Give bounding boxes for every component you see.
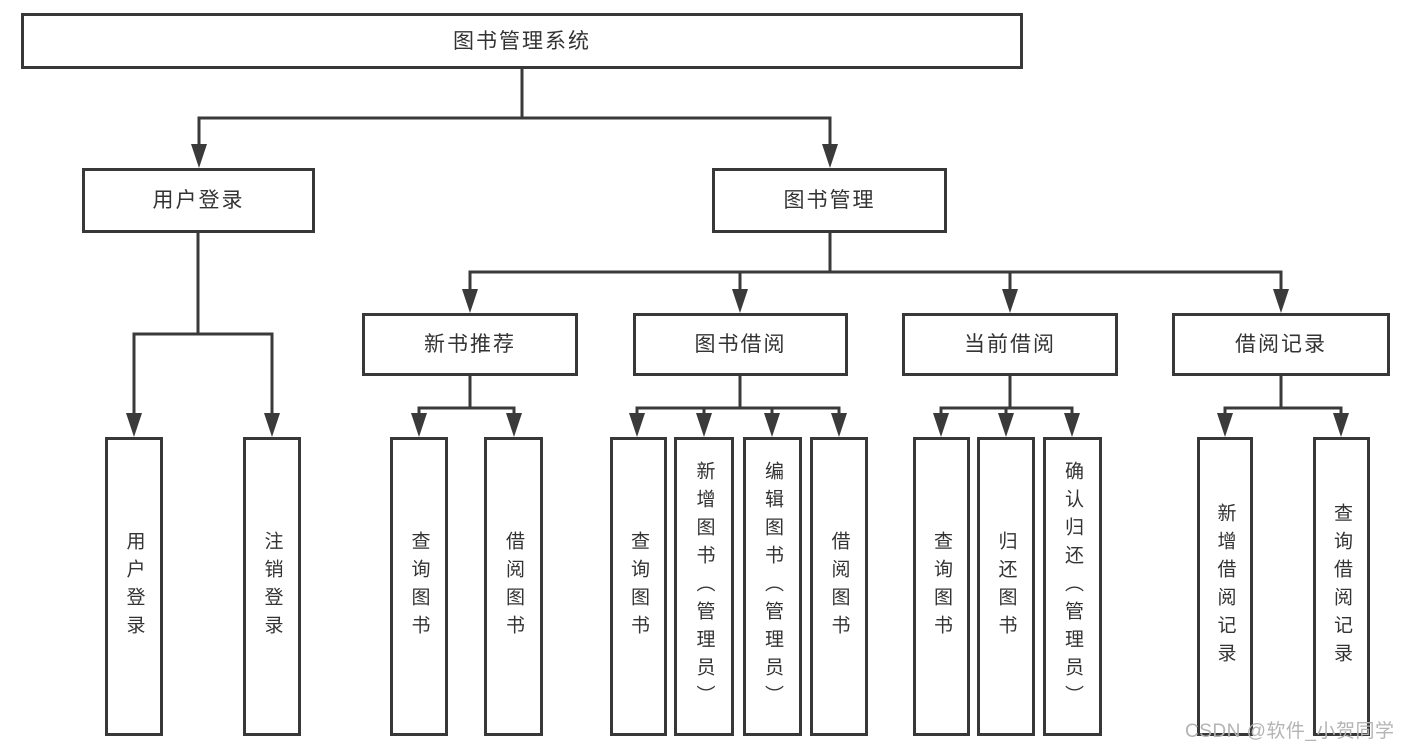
leaf-borrow-books-2: 借阅图书 bbox=[810, 437, 868, 736]
leaf-return-books: 归还图书 bbox=[977, 437, 1035, 736]
leaf-edit-books-admin: 编辑图书（管理员） bbox=[743, 437, 802, 736]
leaf-query-books-1: 查询图书 bbox=[390, 437, 448, 736]
node-new-books-label: 新书推荐 bbox=[424, 333, 516, 356]
leaf-query-books-1-label: 查询图书 bbox=[408, 530, 430, 643]
leaf-edit-books-admin-label: 编辑图书（管理员） bbox=[762, 460, 783, 713]
leaf-confirm-return-admin: 确认归还（管理员） bbox=[1043, 437, 1102, 736]
node-user-login-label: 用户登录 bbox=[152, 189, 245, 212]
leaf-query-books-2-label: 查询图书 bbox=[628, 530, 649, 643]
leaf-borrow-books-1-label: 借阅图书 bbox=[503, 530, 524, 643]
leaf-user-login: 用户登录 bbox=[105, 437, 163, 736]
node-book-mgmt: 图书管理 bbox=[712, 168, 947, 233]
node-book-borrow-label: 图书借阅 bbox=[694, 333, 787, 356]
node-book-mgmt-label: 图书管理 bbox=[783, 189, 876, 212]
node-book-borrow: 图书借阅 bbox=[633, 313, 848, 376]
leaf-logout-label: 注销登录 bbox=[261, 530, 283, 643]
leaf-user-login-label: 用户登录 bbox=[123, 530, 145, 643]
leaf-add-borrow-record: 新增借阅记录 bbox=[1197, 437, 1253, 736]
leaf-query-books-2: 查询图书 bbox=[610, 437, 667, 736]
leaf-confirm-return-admin-label: 确认归还（管理员） bbox=[1062, 460, 1083, 713]
leaf-query-books-3-label: 查询图书 bbox=[931, 530, 952, 643]
leaf-query-borrow-record-label: 查询借阅记录 bbox=[1331, 502, 1352, 671]
node-borrow-records: 借阅记录 bbox=[1172, 313, 1390, 376]
leaf-borrow-books-2-label: 借阅图书 bbox=[828, 530, 850, 643]
leaf-add-books-admin-label: 新增图书（管理员） bbox=[693, 460, 715, 713]
node-root: 图书管理系统 bbox=[21, 13, 1023, 69]
leaf-logout: 注销登录 bbox=[243, 437, 301, 736]
node-user-login: 用户登录 bbox=[82, 168, 315, 233]
node-root-label: 图书管理系统 bbox=[453, 29, 591, 53]
leaf-return-books-label: 归还图书 bbox=[995, 530, 1017, 643]
node-current-borrow: 当前借阅 bbox=[902, 313, 1118, 376]
node-current-borrow-label: 当前借阅 bbox=[964, 333, 1056, 356]
csdn-watermark: CSDN @软件_小贺同学 bbox=[1185, 721, 1395, 742]
leaf-add-books-admin: 新增图书（管理员） bbox=[674, 437, 734, 736]
leaf-query-books-3: 查询图书 bbox=[913, 437, 970, 736]
leaf-query-borrow-record: 查询借阅记录 bbox=[1313, 437, 1370, 736]
leaf-add-borrow-record-label: 新增借阅记录 bbox=[1214, 502, 1236, 671]
node-new-books: 新书推荐 bbox=[362, 313, 578, 376]
node-borrow-records-label: 借阅记录 bbox=[1235, 333, 1327, 356]
leaf-borrow-books-1: 借阅图书 bbox=[484, 437, 543, 736]
